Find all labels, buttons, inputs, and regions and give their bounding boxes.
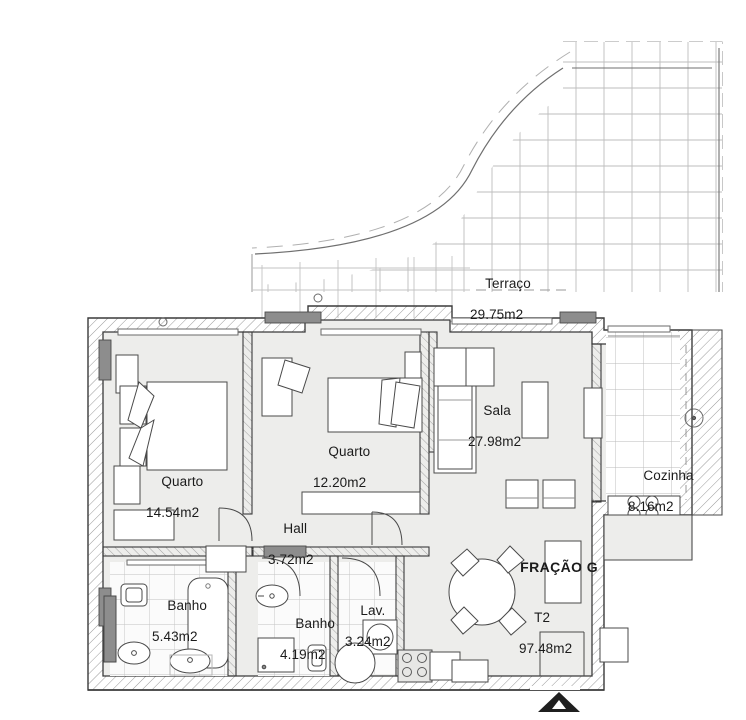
door-swings-hall xyxy=(218,507,403,597)
unit-area: 97.48m2 xyxy=(519,640,573,656)
room-area-cozinha: 8.16m2 xyxy=(628,498,674,514)
room-label-quarto2: Quarto 12.20m2 xyxy=(313,428,370,521)
room-area-banho2: 4.19m2 xyxy=(280,646,326,662)
living-furniture xyxy=(433,347,603,509)
bottom-edge xyxy=(88,686,604,691)
room-area-sala: 27.98m2 xyxy=(468,433,522,449)
room-area-terraco: 29.75m2 xyxy=(470,306,524,322)
room-label-quarto1: Quarto 14.54m2 xyxy=(146,458,203,551)
north-arrow-icon xyxy=(538,692,580,712)
room-name-lav: Lav. xyxy=(360,602,386,618)
room-area-hall: 3.72m2 xyxy=(268,551,314,567)
room-name-terraco: Terraço xyxy=(485,275,531,291)
room-area-quarto1: 14.54m2 xyxy=(146,504,200,520)
bath1-fixtures xyxy=(103,577,229,676)
bedroom2-furniture xyxy=(261,351,423,515)
room-label-sala: Sala 27.98m2 xyxy=(468,387,521,480)
exterior-right-strip xyxy=(599,329,723,663)
room-area-quarto2: 12.20m2 xyxy=(313,474,367,490)
fraction-code: FRAÇÃO G xyxy=(520,558,599,575)
room-name-banho2: Banho xyxy=(295,615,335,631)
room-label-lav: Lav. 3.24m2 xyxy=(345,587,391,680)
room-label-banho1: Banho 5.43m2 xyxy=(152,582,207,675)
room-label-terraco: Terraço 29.75m2 xyxy=(470,260,531,353)
room-name-quarto1: Quarto xyxy=(161,473,204,489)
kitchen-floor xyxy=(606,332,680,502)
room-name-sala: Sala xyxy=(483,402,511,418)
room-name-hall: Hall xyxy=(283,520,308,536)
bath2-fixtures xyxy=(255,584,327,673)
unit-type: T2 xyxy=(534,609,551,625)
room-label-banho2: Banho 4.19m2 xyxy=(280,600,335,693)
misc-furniture xyxy=(205,545,489,683)
room-name-quarto2: Quarto xyxy=(328,443,371,459)
room-label-cozinha: Cozinha 8.16m2 xyxy=(628,452,694,545)
unit-label: T2 97.48m2 xyxy=(519,594,572,687)
dining-set xyxy=(448,540,582,636)
room-area-banho1: 5.43m2 xyxy=(152,628,198,644)
door-swing-entry xyxy=(539,631,585,676)
bedroom1-furniture xyxy=(113,354,228,541)
room-label-hall: Hall 3.72m2 xyxy=(268,505,314,598)
room-name-cozinha: Cozinha xyxy=(643,467,694,483)
fraction-label: FRAÇÃO G xyxy=(503,544,598,591)
lav-fixtures xyxy=(334,619,461,684)
room-area-lav: 3.24m2 xyxy=(345,633,391,649)
room-name-banho1: Banho xyxy=(167,597,207,613)
